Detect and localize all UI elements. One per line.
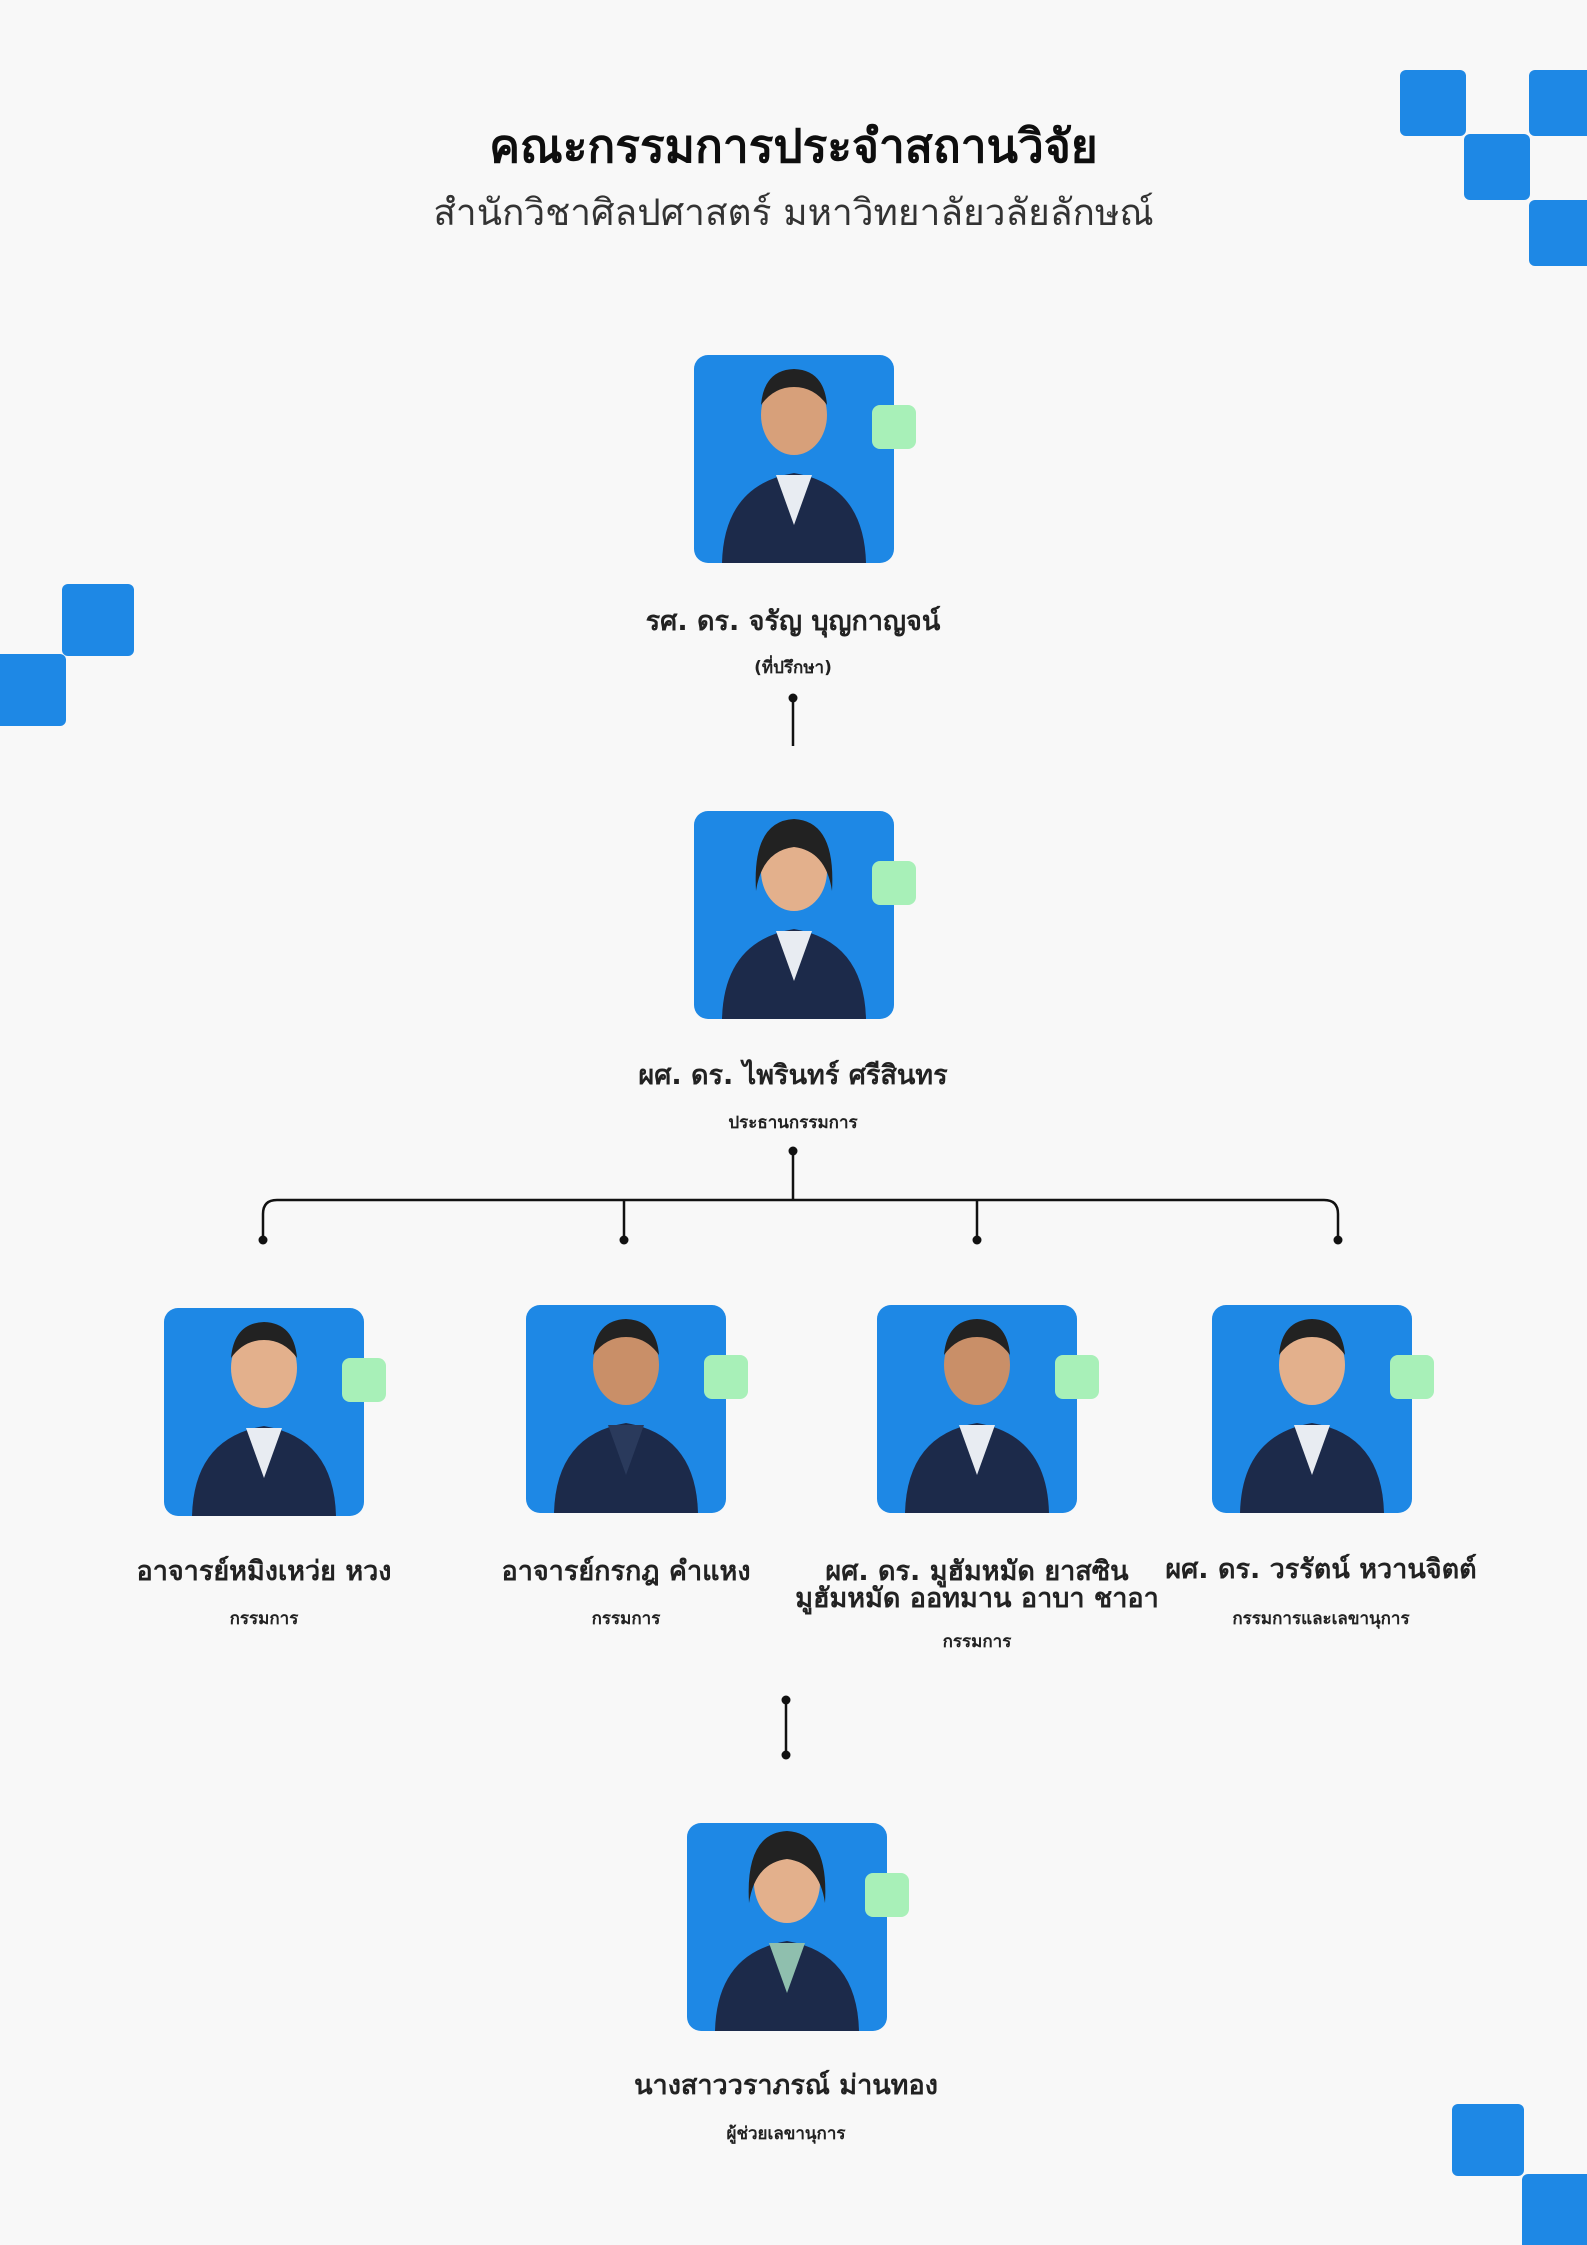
connector-dot [788, 693, 798, 703]
decor-block [1452, 2104, 1524, 2176]
decor-block [1464, 134, 1530, 200]
connector-bus [261, 1198, 1340, 1240]
person-photo-icon [722, 819, 866, 1019]
chair-card [694, 811, 916, 1019]
member-name: อาจารย์กรกฎ คำแหง [501, 1556, 751, 1587]
advisor-name: รศ. ดร. จรัญ บุญกาญจน์ [645, 606, 941, 637]
person-photo-icon [722, 369, 866, 563]
connector-dot [781, 1750, 791, 1760]
page-subtitle: สำนักวิชาศิลปศาสตร์ มหาวิทยาลัยวลัยลักษณ… [433, 191, 1154, 234]
photo-accent [1390, 1355, 1434, 1399]
photo-accent [342, 1358, 386, 1402]
decor-block [1522, 2174, 1587, 2245]
member-name: ผศ. ดร. วรรัตน์ หวานจิตต์ [1165, 1554, 1477, 1585]
decor-block [1400, 70, 1466, 136]
photo-accent [865, 1873, 909, 1917]
member-photo [877, 1305, 1099, 1513]
member-card [877, 1305, 1099, 1513]
photo-accent [872, 861, 916, 905]
member-card [164, 1308, 386, 1516]
connector-dot [1333, 1235, 1343, 1245]
member-name-line2: มูฮัมหมัด ออทมาน อาบา ชาอา [795, 1583, 1159, 1614]
member-card [1212, 1305, 1434, 1513]
connector-dot [258, 1235, 268, 1245]
member-role: กรรมการ [942, 1632, 1012, 1652]
photo-accent [1055, 1355, 1099, 1399]
person-photo-icon [1240, 1319, 1384, 1513]
connector-dot [619, 1235, 629, 1245]
person-photo-icon [905, 1319, 1049, 1513]
advisor-photo [694, 355, 916, 563]
decor-block [1529, 70, 1587, 136]
member-photo [1212, 1305, 1434, 1513]
member-role: กรรมการ [591, 1609, 661, 1629]
assistant-photo [687, 1823, 909, 2031]
person-photo-icon [715, 1831, 859, 2031]
member-role: กรรมการและเลขานุการ [1232, 1609, 1410, 1629]
member-photo [164, 1308, 386, 1516]
photo-accent [704, 1355, 748, 1399]
chair-name: ผศ. ดร. ไพรินทร์ ศรีสินทร [638, 1060, 948, 1091]
member-card [526, 1305, 748, 1513]
chair-role: ประธานกรรมการ [728, 1113, 858, 1133]
member-role: กรรมการ [229, 1609, 299, 1629]
advisor-card [694, 355, 916, 563]
member-photo [526, 1305, 748, 1513]
connector-dot [788, 1146, 798, 1156]
advisor-role: (ที่ปรึกษา) [754, 658, 832, 678]
member-name: ผศ. ดร. มูฮัมหมัด ยาสซิน [825, 1556, 1129, 1587]
page-title: คณะกรรมการประจำสถานวิจัย [489, 119, 1098, 173]
decor-block [1529, 200, 1587, 266]
connector-dot [781, 1695, 791, 1705]
decor-block [62, 584, 134, 656]
chair-photo [694, 811, 916, 1019]
connector-dot [972, 1235, 982, 1245]
assistant-name: นางสาววราภรณ์ ม่านทอง [634, 2070, 938, 2101]
photo-accent [872, 405, 916, 449]
person-photo-icon [554, 1319, 698, 1513]
person-photo-icon [192, 1322, 336, 1516]
assistant-role: ผู้ช่วยเลขานุการ [726, 2124, 846, 2144]
assistant-card [687, 1823, 909, 2031]
decor-block [0, 654, 66, 726]
member-name: อาจารย์หมิงเหว่ย หวง [136, 1556, 392, 1587]
